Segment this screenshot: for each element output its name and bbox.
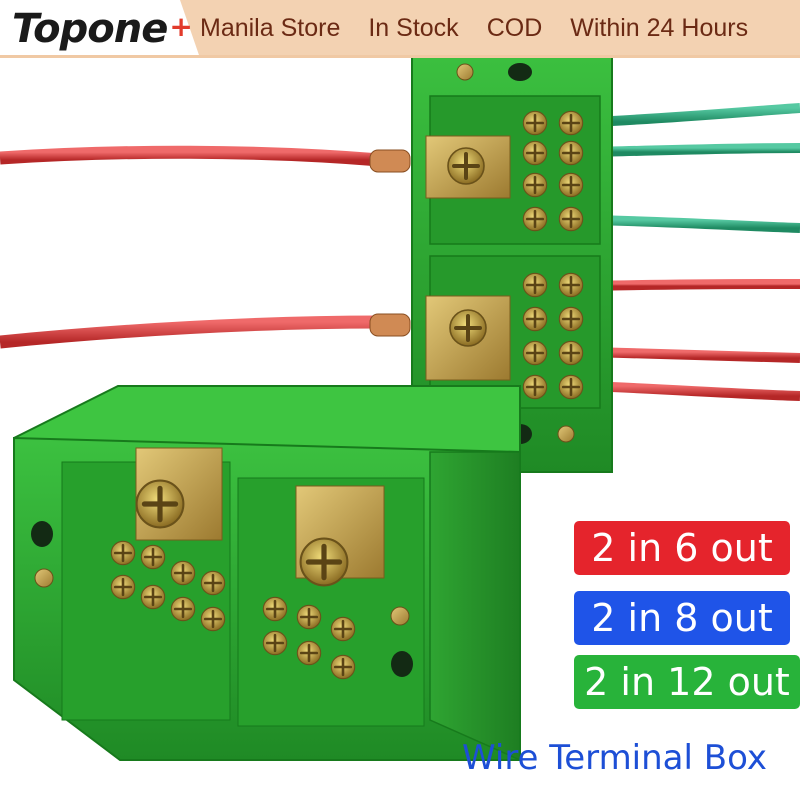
- tag-manila-store: Manila Store: [200, 14, 341, 42]
- topone-logo: Topone+: [12, 6, 193, 52]
- red-input-wires: [0, 145, 381, 349]
- header-tags: Manila Store In Stock COD Within 24 Hour…: [200, 14, 748, 43]
- badge-2-in-8-out: 2 in 8 out: [574, 591, 790, 645]
- header-banner: [0, 0, 800, 58]
- bottom-terminal-box: [13, 385, 521, 762]
- tag-within-24-hours: Within 24 Hours: [570, 14, 749, 42]
- tag-cod: COD: [486, 14, 543, 42]
- product-caption: Wire Terminal Box: [462, 738, 767, 778]
- red-output-wires: [589, 279, 800, 401]
- green-output-wires: [589, 103, 800, 233]
- badge-2-in-6-out: 2 in 6 out: [574, 521, 790, 575]
- tag-in-stock: In Stock: [368, 14, 459, 42]
- logo-text: Topone: [12, 6, 168, 52]
- logo-plus-icon: +: [169, 10, 192, 43]
- badge-2-in-12-out: 2 in 12 out: [574, 655, 800, 709]
